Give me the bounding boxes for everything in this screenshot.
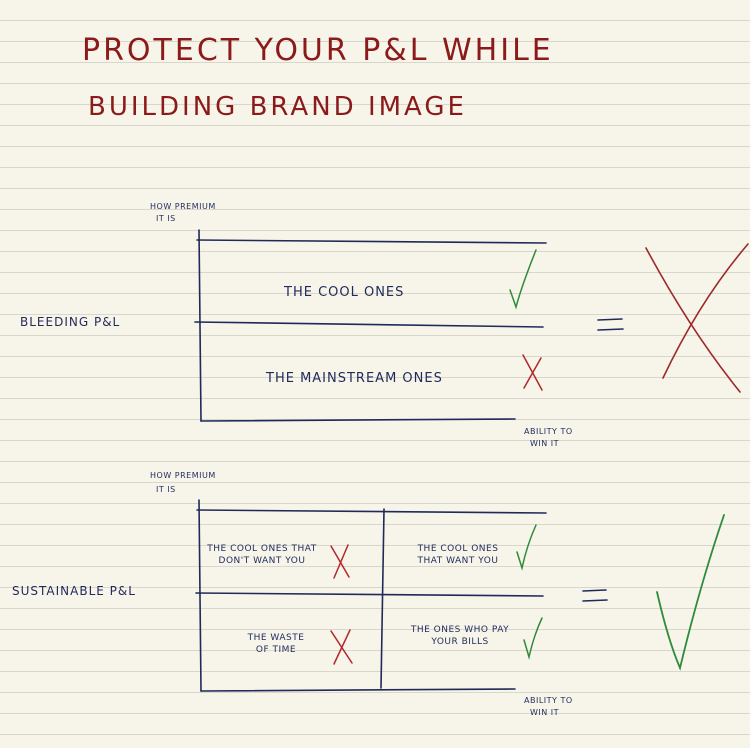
top-x-axis-label-2: WIN IT: [530, 439, 560, 448]
top-matrix: [194, 229, 547, 422]
big-cross-icon: [645, 243, 749, 393]
page-title-line-1: PROTECT YOUR P&L WHILE: [82, 33, 554, 68]
top-y-axis-label-2: IT IS: [156, 214, 176, 223]
equals-sign-top: [597, 318, 624, 331]
top-x-axis-label-1: ABILITY TO: [524, 427, 573, 436]
bottom-middle-line: [195, 592, 544, 597]
bottom-cell-top-left: THE COOL ONES THAT DON'T WANT YOU: [207, 544, 317, 567]
big-check-icon: [656, 514, 725, 671]
bottom-y-axis-label-1: HOW PREMIUM: [150, 471, 216, 480]
page-title-line-2: BUILDING BRAND IMAGE: [88, 92, 467, 122]
check-icon: [516, 524, 537, 571]
equals-sign-bottom: [582, 589, 608, 602]
cross-icon: [330, 544, 350, 579]
top-cell-upper: THE COOL ONES: [284, 285, 405, 300]
bottom-x-axis-label-1: ABILITY TO: [524, 696, 573, 705]
top-cell-lower: THE MAINSTREAM ONES: [266, 371, 443, 386]
bottom-upper-line: [196, 509, 547, 514]
top-upper-line: [196, 239, 547, 244]
check-icon: [523, 617, 543, 660]
bottom-matrix: [195, 499, 547, 692]
check-icon: [509, 249, 537, 310]
bottom-x-axis: [200, 688, 516, 692]
bottom-y-axis-label-2: IT IS: [156, 485, 176, 494]
bottom-vertical-divider: [380, 508, 385, 689]
bottom-y-axis: [198, 499, 202, 692]
top-x-axis: [200, 418, 516, 422]
bottom-cell-bottom-right: THE ONES WHO PAY YOUR BILLS: [410, 625, 510, 648]
bottom-x-axis-label-2: WIN IT: [530, 708, 560, 717]
top-y-axis-label-1: HOW PREMIUM: [150, 202, 216, 211]
bottom-row-label: SUSTAINABLE P&L: [12, 584, 136, 598]
bottom-cell-bottom-left: THE WASTE OF TIME: [247, 633, 305, 656]
cross-icon: [330, 629, 353, 665]
top-middle-line: [194, 321, 544, 328]
bottom-cell-top-right: THE COOL ONES THAT WANT YOU: [417, 544, 499, 567]
top-y-axis: [198, 229, 202, 422]
top-row-label: BLEEDING P&L: [20, 315, 121, 329]
cross-icon: [522, 354, 543, 391]
